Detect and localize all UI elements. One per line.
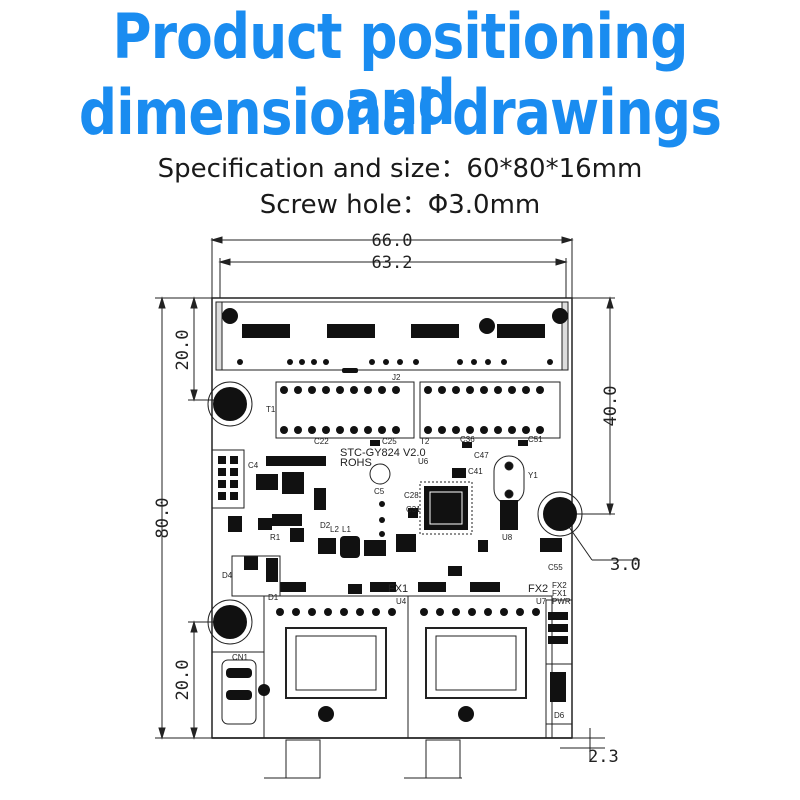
transformer-t1 (275, 381, 415, 439)
silk-u8: U8 (502, 533, 513, 542)
transformer-t2 (419, 381, 561, 439)
silk-j2: J2 (392, 373, 401, 382)
spec-size: Specification and size：60*80*16mm (157, 154, 643, 184)
mounting-hole-top-left (207, 381, 253, 427)
silk-l2: L2 (330, 525, 339, 534)
silk-fx2: FX2 (528, 583, 548, 595)
silk-d4: D4 (222, 571, 233, 580)
dim-label-overhang: 2.3 (588, 747, 619, 767)
transformer-pins (280, 386, 544, 434)
silk-l1: L1 (342, 525, 351, 534)
crystal-y1 (493, 455, 525, 505)
dim-label-width-outer: 66.0 (372, 231, 413, 251)
dim-label-hole: 3.0 (610, 555, 641, 575)
silk-c4: C4 (248, 461, 259, 470)
silk-u4: U4 (396, 597, 407, 606)
dim-label-width-inner: 63.2 (372, 253, 413, 273)
mounting-hole-bottom-left (207, 599, 253, 645)
silk-c51: C51 (528, 435, 543, 444)
silk-c22: C22 (314, 437, 329, 446)
dim-label-height-total: 80.0 (153, 498, 173, 539)
silk-c47: C47 (474, 451, 489, 460)
dim-width-inner (218, 258, 568, 298)
dim-label-right-span: 40.0 (601, 386, 621, 427)
silk-fx1-right: FX1 (552, 589, 567, 598)
silk-fx1: FX1 (388, 583, 408, 595)
dim-label-bottom-offset: 20.0 (173, 660, 193, 701)
silk-c5: C5 (374, 487, 385, 496)
silk-t1: T1 (266, 405, 276, 414)
silk-cn1: CN1 (232, 653, 249, 662)
silk-y1: Y1 (528, 471, 538, 480)
dim-bottom-offset (188, 620, 228, 740)
rj45-port-2 (407, 595, 553, 739)
silk-c31: C31 (406, 505, 421, 514)
silk-board-name: STC-GY824 V2.0 (340, 447, 426, 459)
silk-d6: D6 (554, 711, 565, 720)
silk-c41: C41 (468, 467, 483, 476)
silk-r1: R1 (270, 533, 281, 542)
dim-height-total (155, 296, 212, 740)
left-header (211, 449, 245, 509)
title-line-1: Product positioning and (112, 0, 688, 139)
silk-d1: D1 (268, 593, 279, 602)
mounting-hole-right (537, 491, 583, 537)
silk-fx2-right: FX2 (552, 581, 567, 590)
dim-label-top-offset: 20.0 (173, 330, 193, 371)
title-line-2: dimensional drawings (78, 76, 722, 149)
silk-c25: C25 (382, 437, 397, 446)
silk-c28: C28 (404, 491, 419, 500)
dim-width-outer (210, 236, 574, 298)
silk-t2: T2 (420, 437, 430, 446)
silk-pwr: PWR (552, 597, 571, 606)
main-ic (419, 481, 473, 535)
silk-c36: C36 (460, 435, 475, 444)
silk-d2: D2 (320, 521, 331, 530)
silk-rohs: ROHS (340, 457, 372, 469)
silk-u6: U6 (418, 457, 429, 466)
silk-u7: U7 (536, 597, 547, 606)
spec-screw-hole: Screw hole：Φ3.0mm (259, 190, 541, 220)
silk-c55: C55 (548, 563, 563, 572)
